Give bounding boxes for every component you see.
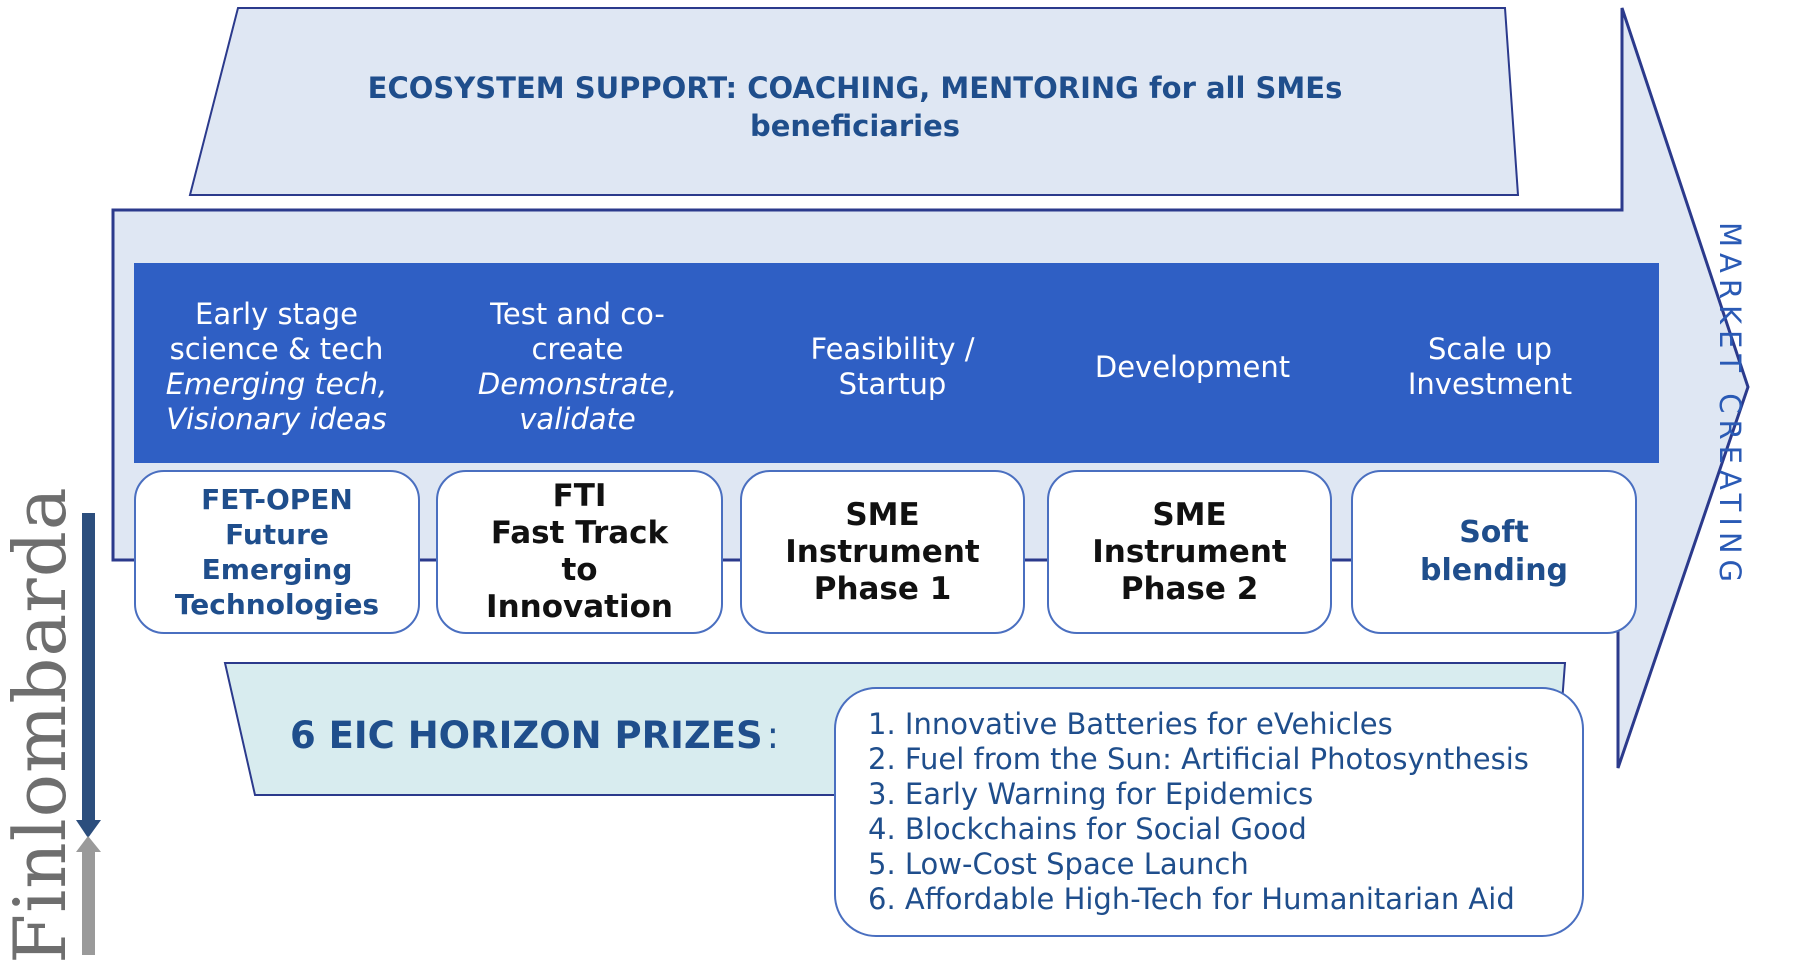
instrument-fti: FTI Fast Track to Innovation <box>436 470 723 634</box>
stage-feasibility-line2: Startup <box>838 367 947 401</box>
prizes-title-text: 6 EIC HORIZON PRIZES <box>290 713 763 757</box>
instrument-fet-open-line4: Technologies <box>174 588 380 621</box>
logo-bar-down <box>82 513 95 825</box>
stage-early-line1: Early stage <box>195 297 358 331</box>
stage-early-italic1: Emerging tech, <box>165 367 388 401</box>
stage-development: Development <box>1050 272 1335 462</box>
prizes-list-box: 1. Innovative Batteries for eVehicles 2.… <box>834 687 1584 937</box>
finlombarda-logo-text: Finlombarda <box>0 486 82 964</box>
instrument-sme-phase2-line2: Instrument <box>1092 533 1287 570</box>
market-creating-label-wrap: MARKET CREATING <box>1695 170 1765 640</box>
instrument-fti-line4: Innovation <box>486 589 673 625</box>
prizes-title-colon: : <box>766 713 780 757</box>
instrument-soft-blending-line1: Soft <box>1459 515 1529 550</box>
instrument-sme-phase1-line2: Instrument <box>785 533 980 570</box>
stage-test-line1: Test and co- <box>490 297 665 331</box>
instrument-sme-phase2-line1: SME <box>1152 496 1227 533</box>
finlombarda-logo: Finlombarda <box>0 486 82 963</box>
prize-item: 3. Early Warning for Epidemics <box>868 777 1314 811</box>
instrument-fti-line1: FTI <box>552 478 607 514</box>
prize-item: 2. Fuel from the Sun: Artificial Photosy… <box>868 742 1529 776</box>
stage-early: Early stage science & tech Emerging tech… <box>134 272 419 462</box>
logo-arrow-down-icon <box>76 820 101 838</box>
instrument-sme-phase1: SME Instrument Phase 1 <box>740 470 1025 634</box>
stage-development-line1: Development <box>1094 349 1291 384</box>
stage-test-italic2: validate <box>519 402 636 436</box>
instrument-sme-phase2-line3: Phase 2 <box>1120 570 1259 607</box>
prize-item: 5. Low-Cost Space Launch <box>868 847 1249 881</box>
instrument-fti-line3: to <box>561 552 598 588</box>
stage-scaleup: Scale up Investment <box>1345 272 1635 462</box>
instrument-sme-phase1-line1: SME <box>845 496 920 533</box>
stage-feasibility-line1: Feasibility / <box>810 332 975 366</box>
logo-arrow-up-icon <box>76 836 101 852</box>
ecosystem-title-line1: ECOSYSTEM SUPPORT: COACHING, MENTORING f… <box>367 71 1343 105</box>
stages-banner <box>134 263 1659 463</box>
logo-bar-up <box>82 850 95 955</box>
instrument-soft-blending: Soft blending <box>1351 470 1637 634</box>
prize-item: 1. Innovative Batteries for eVehicles <box>868 707 1393 741</box>
ecosystem-title: ECOSYSTEM SUPPORT: COACHING, MENTORING f… <box>250 62 1460 152</box>
prize-item: 6. Affordable High-Tech for Humanitarian… <box>868 882 1515 916</box>
stage-test-italic1: Demonstrate, <box>477 367 678 401</box>
prize-item: 4. Blockchains for Social Good <box>868 812 1307 846</box>
stage-scaleup-line2: Investment <box>1407 367 1573 401</box>
instrument-sme-phase1-line3: Phase 1 <box>813 570 952 607</box>
instrument-soft-blending-line2: blending <box>1419 553 1569 588</box>
instrument-fti-line2: Fast Track <box>490 515 669 551</box>
instrument-fet-open-line2: Future <box>225 518 329 551</box>
stage-feasibility: Feasibility / Startup <box>740 272 1045 462</box>
ecosystem-band <box>188 7 1520 196</box>
instrument-sme-phase2: SME Instrument Phase 2 <box>1047 470 1332 634</box>
stage-test: Test and co- create Demonstrate, validat… <box>430 272 725 462</box>
instrument-fet-open-line1: FET-OPEN <box>201 483 353 516</box>
prizes-title: 6 EIC HORIZON PRIZES: <box>290 700 850 770</box>
instrument-fet-open-line3: Emerging <box>201 553 353 586</box>
stage-early-italic2: Visionary ideas <box>166 402 387 436</box>
stage-early-line2: science & tech <box>169 332 384 366</box>
market-creating-label: MARKET CREATING <box>1713 221 1747 589</box>
ecosystem-title-line2: beneficiaries <box>749 109 961 143</box>
instrument-fet-open: FET-OPEN Future Emerging Technologies <box>134 470 420 634</box>
prizes-list: 1. Innovative Batteries for eVehicles 2.… <box>868 707 1582 917</box>
stage-test-line2: create <box>531 332 624 366</box>
stage-scaleup-line1: Scale up <box>1427 332 1553 366</box>
